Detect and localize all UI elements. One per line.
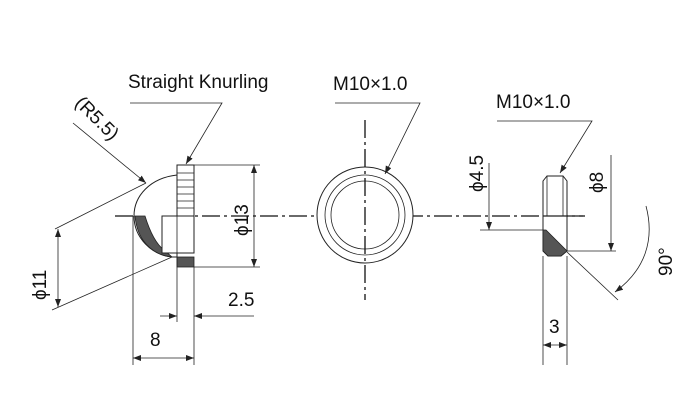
dim-dia4-5: ϕ4.5 <box>467 155 488 192</box>
angle-label: 90° <box>656 247 677 276</box>
dim-2-5: 2.5 <box>228 290 254 311</box>
flange-section <box>176 256 195 268</box>
knurl-lines <box>177 172 194 209</box>
dim-dia13: ϕ13 <box>232 204 253 236</box>
knurl-label: Straight Knurling <box>128 72 268 93</box>
dim-dia11: ϕ11 <box>30 270 51 300</box>
dim-dia8: ϕ8 <box>587 172 608 193</box>
middle-thread-label: M10×1.0 <box>333 74 407 95</box>
radius-label: (R5.5) <box>70 93 122 145</box>
right-view-nut <box>542 175 583 257</box>
left-view-knob <box>133 164 195 268</box>
dim-3: 3 <box>549 317 560 338</box>
right-thread-label: M10×1.0 <box>496 92 570 113</box>
dim-8: 8 <box>150 330 161 351</box>
bore <box>161 215 195 254</box>
